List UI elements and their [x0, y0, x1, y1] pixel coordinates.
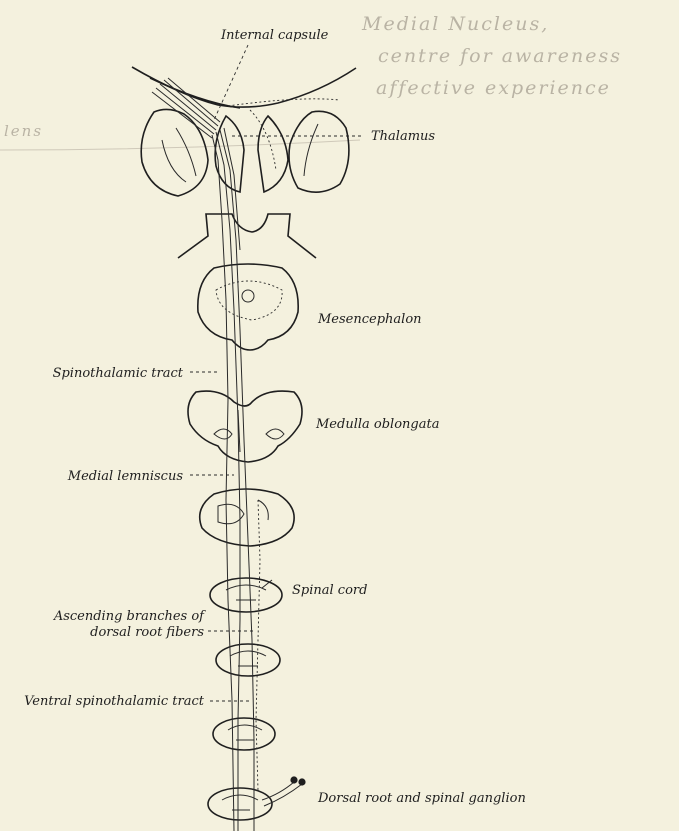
spinal-section-2 — [216, 644, 280, 676]
thalamus-dotted-2 — [228, 99, 340, 106]
labels: Internal capsule Thalamus Mesencephalon … — [24, 28, 526, 806]
ganglion-cell — [298, 778, 305, 785]
label-spinothalamic-tract: Spinothalamic tract — [53, 366, 184, 381]
leader-internal-capsule — [214, 45, 248, 120]
label-thalamus: Thalamus — [371, 129, 435, 144]
capsule-fiber — [168, 78, 220, 122]
left-lentiform-line — [162, 140, 186, 182]
dorsal-root-ganglion — [262, 776, 306, 806]
spinal-cord-sections — [208, 578, 282, 820]
spinal-section-4 — [208, 788, 272, 820]
capsule-fiber — [156, 88, 214, 134]
label-ventral-spinothalamic: Ventral spinothalamic tract — [24, 694, 205, 709]
right-olive — [266, 429, 284, 439]
callosum-inner — [150, 78, 240, 108]
left-olive — [214, 429, 232, 439]
handwritten-line-3: affective experience — [376, 77, 611, 99]
spinal-section-outline — [213, 718, 275, 750]
spinal-section-gray — [230, 651, 266, 666]
spinal-section-outline — [216, 644, 280, 676]
pencil-stroke — [0, 140, 360, 150]
handwritten-margin: lens — [4, 122, 43, 140]
handwritten-line-1: Medial Nucleus, — [361, 13, 549, 35]
medulla-outline — [188, 391, 302, 462]
label-spinal-cord: Spinal cord — [292, 583, 367, 598]
capsule-fiber — [160, 84, 216, 130]
label-ascending-branches-2: dorsal root fibers — [90, 625, 204, 640]
spinal-section-outline — [210, 578, 282, 612]
label-mesencephalon: Mesencephalon — [317, 312, 422, 327]
mesencephalon-outline — [198, 264, 298, 350]
left-lentiform — [141, 109, 208, 196]
corpus-callosum — [132, 67, 356, 107]
handwritten-line-2: centre for awareness — [378, 45, 622, 67]
spinal-section-gray — [222, 795, 258, 810]
label-internal-capsule: Internal capsule — [220, 28, 329, 43]
mesencephalon-section — [198, 264, 298, 350]
spinal-section-outline — [208, 788, 272, 820]
label-medulla-oblongata: Medulla oblongata — [315, 417, 439, 432]
thalamus-section — [132, 67, 356, 258]
dorsal-root-fiber — [262, 782, 294, 800]
ganglion-cell — [290, 776, 297, 783]
ascending-tracts — [212, 128, 260, 831]
spinal-section-gray — [226, 580, 272, 600]
spinal-section-3 — [213, 718, 275, 750]
left-lentiform-line-2 — [176, 128, 196, 176]
label-ascending-branches-1: Ascending branches of — [53, 609, 206, 624]
spinal-section-1 — [210, 578, 282, 612]
label-dorsal-root-ganglion: Dorsal root and spinal ganglion — [317, 791, 526, 806]
dorsal-root-fiber-2 — [264, 784, 302, 806]
right-lentiform — [289, 111, 349, 192]
upper-midbrain-outline — [178, 214, 316, 258]
thalamus-dotted — [250, 110, 276, 170]
right-lentiform-line — [304, 124, 318, 176]
aqueduct — [242, 290, 254, 302]
label-medial-lemniscus: Medial lemniscus — [67, 469, 184, 484]
lower-medulla-line — [258, 500, 268, 520]
medulla-section — [188, 391, 302, 462]
spinal-section-gray — [228, 725, 262, 740]
